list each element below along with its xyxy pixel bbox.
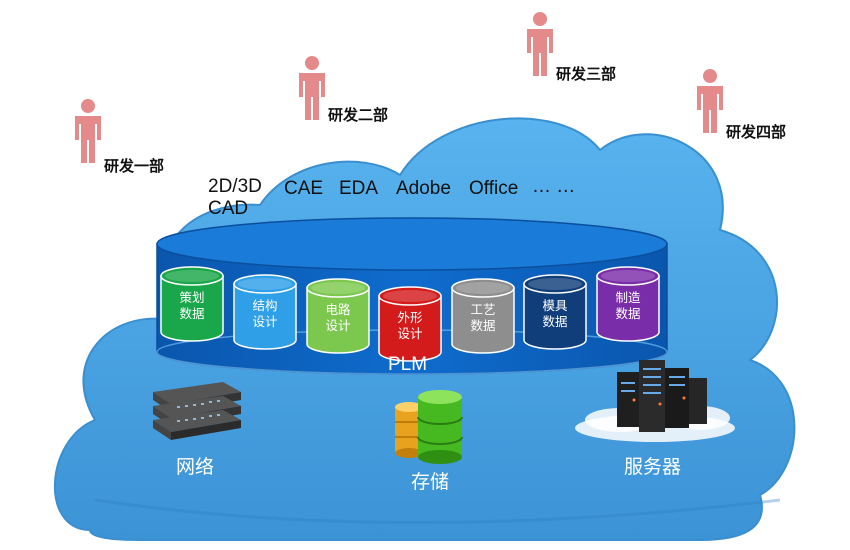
module-label-line1: 工艺 xyxy=(470,303,496,317)
module-cylinder xyxy=(233,274,297,350)
plm-label: PLM xyxy=(388,354,428,375)
software-more: … … xyxy=(532,176,576,197)
person-icon xyxy=(527,12,553,76)
storage-label: 存储 xyxy=(411,472,450,493)
server-label: 服务器 xyxy=(624,457,682,478)
module-label: 策划数据 xyxy=(167,290,217,322)
person-icon xyxy=(299,56,325,120)
data-modules xyxy=(160,266,660,362)
person-icon xyxy=(75,99,101,163)
module-label: 外形设计 xyxy=(385,310,435,342)
module-cylinder xyxy=(596,266,660,342)
module-label-line1: 电路 xyxy=(325,303,351,317)
module-label-line2: 设计 xyxy=(252,315,278,329)
module-label: 结构设计 xyxy=(240,298,290,330)
module-label: 电路设计 xyxy=(313,302,363,334)
server-rack-icon xyxy=(575,360,735,442)
department-label-1: 研发一部 xyxy=(104,158,165,175)
software-cad-line2: CAD xyxy=(208,198,249,219)
network-label: 网络 xyxy=(176,457,215,478)
network-switch-icon xyxy=(153,382,241,440)
software-cad-line1: 2D/3D xyxy=(208,176,262,197)
software-office: Office xyxy=(469,178,519,199)
module-label-line2: 设计 xyxy=(397,327,423,341)
department-label-2: 研发二部 xyxy=(328,107,389,124)
module-cylinder xyxy=(306,278,370,354)
software-cad: 2D/3D CAD xyxy=(208,176,262,220)
module-cylinder xyxy=(378,286,442,362)
module-label: 制造数据 xyxy=(603,290,653,322)
module-label-line2: 设计 xyxy=(325,319,351,333)
person-icon xyxy=(697,69,723,133)
module-label-line2: 数据 xyxy=(615,307,641,321)
module-cylinder xyxy=(451,278,515,354)
module-label: 模具数据 xyxy=(530,298,580,330)
storage-database-icon xyxy=(395,390,463,464)
module-label-line1: 制造 xyxy=(615,291,641,305)
module-label-line2: 数据 xyxy=(470,319,496,333)
people-figures xyxy=(75,12,723,163)
module-cylinder xyxy=(160,266,224,342)
software-eda: EDA xyxy=(339,178,379,199)
module-label-line1: 策划 xyxy=(179,291,205,305)
module-label-line1: 模具 xyxy=(542,299,568,313)
software-adobe: Adobe xyxy=(396,178,451,199)
software-cae: CAE xyxy=(284,178,324,199)
department-label-4: 研发四部 xyxy=(726,124,787,141)
module-cylinder xyxy=(523,274,587,350)
module-label-line1: 外形 xyxy=(397,311,423,325)
module-label-line1: 结构 xyxy=(252,299,278,313)
module-label: 工艺数据 xyxy=(458,302,508,334)
module-label-line2: 数据 xyxy=(179,307,205,321)
department-label-3: 研发三部 xyxy=(556,66,617,83)
module-label-line2: 数据 xyxy=(542,315,568,329)
